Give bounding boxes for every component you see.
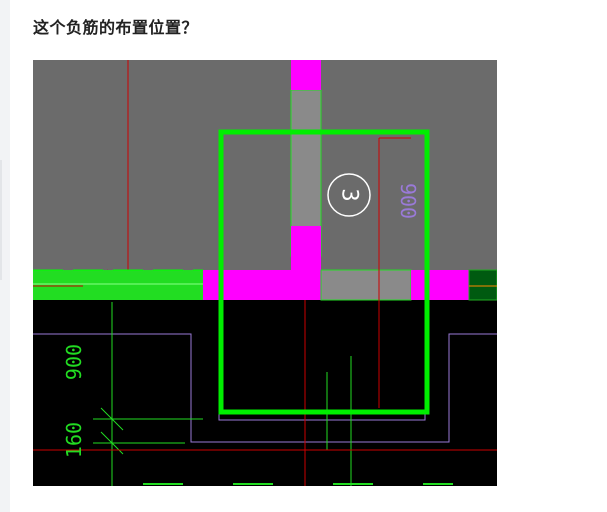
highlight-box [218,129,430,415]
cad-drawing-image: 3 900 900 160 [33,60,497,486]
green-beam-band [33,270,203,300]
magenta-beam-right [411,270,469,300]
dimension-900-left: 900 [62,344,86,380]
circle-marker-label: 3 [337,188,362,201]
gray-beam-middle [320,269,412,301]
slab-gray-region [33,60,497,272]
circle-marker [327,173,371,217]
dimension-900-right: 900 [396,183,420,219]
purple-outline-left [33,333,497,443]
dark-green-beam-end [468,269,497,301]
page-left-edge [0,0,10,512]
top-column [291,60,321,90]
sidebar-tab [0,160,2,280]
question-title: 这个负筋的布置位置？ [33,18,199,37]
column-stub [291,226,321,270]
dimension-160-left: 160 [62,422,86,458]
